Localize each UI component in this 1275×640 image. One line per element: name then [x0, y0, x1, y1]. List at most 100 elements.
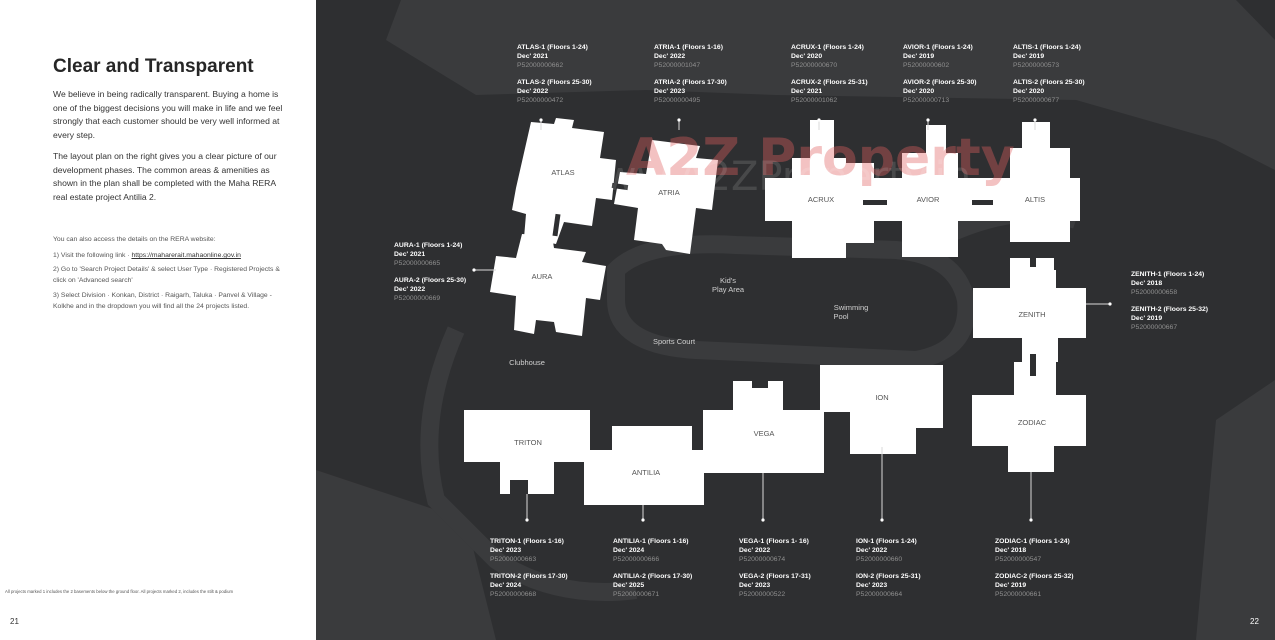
- building-triton[interactable]: [464, 410, 590, 494]
- label-vega: VEGA: [754, 429, 775, 438]
- phase-acrux: ACRUX-1 (Floors 1-24) Dec' 2020 P5200000…: [791, 43, 868, 105]
- phase-atlas: ATLAS-1 (Floors 1-24) Dec' 2021 P5200000…: [517, 43, 592, 105]
- building-atlas[interactable]: [512, 118, 616, 244]
- building-vega[interactable]: [703, 381, 824, 473]
- watermark-logo: A2Z Property: [626, 128, 1015, 188]
- phase-rera: P52000000495: [654, 97, 701, 104]
- phase-rera: P52000000671: [613, 591, 660, 598]
- right-page-site-plan: A2Z Property www.A2ZProperty.in ATLAS AT…: [316, 0, 1275, 640]
- phase-aura: AURA-1 (Floors 1-24) Dec' 2021 P52000000…: [394, 241, 466, 303]
- page-number-right: 22: [1250, 617, 1259, 626]
- building-ion[interactable]: [820, 365, 943, 454]
- phase-date: Dec' 2021: [517, 53, 549, 60]
- label-atria: ATRIA: [658, 188, 680, 197]
- phase-date: Dec' 2025: [613, 582, 645, 589]
- phase-name: ZODIAC-2 (Floors 25-32): [995, 573, 1074, 580]
- phase-date: Dec' 2023: [739, 582, 771, 589]
- phase-name: ANTILIA-1 (Floors 1-16): [613, 538, 689, 545]
- phase-zodiac: ZODIAC-1 (Floors 1-24) Dec' 2018 P520000…: [995, 537, 1074, 599]
- phase-rera: P52000000547: [995, 556, 1042, 563]
- rera-step-1: 1) Visit the following link · https://ma…: [53, 251, 288, 262]
- phase-name: ANTILIA-2 (Floors 17-30): [613, 573, 693, 580]
- phase-name: ATLAS-1 (Floors 1-24): [517, 44, 588, 51]
- phase-rera: P52000000663: [490, 556, 537, 563]
- phase-name: TRITON-2 (Floors 17-30): [490, 573, 568, 580]
- phase-rera: P52000000665: [394, 260, 441, 267]
- phase-rera: P52000000713: [903, 97, 950, 104]
- phase-rera: P52000000677: [1013, 97, 1060, 104]
- left-page: Clear and Transparent We believe in bein…: [0, 0, 316, 640]
- phase-date: Dec' 2024: [613, 547, 645, 554]
- phase-date: Dec' 2021: [394, 251, 426, 258]
- phase-rera: P52000000666: [613, 556, 660, 563]
- rera-intro: You can also access the details on the R…: [53, 236, 216, 243]
- phase-rera: P52000000669: [394, 295, 441, 302]
- page-title: Clear and Transparent: [53, 56, 254, 77]
- phase-date: Dec' 2023: [856, 582, 888, 589]
- phase-name: AURA-2 (Floors 25-30): [394, 277, 467, 284]
- phase-avior: AVIOR-1 (Floors 1-24) Dec' 2019 P5200000…: [903, 43, 977, 105]
- phase-rera: P52000000674: [739, 556, 786, 563]
- connector-atlas-atria: [552, 182, 629, 237]
- label-sports-court: Sports Court: [653, 337, 696, 346]
- label-avior: AVIOR: [917, 195, 940, 204]
- phase-date: Dec' 2020: [903, 88, 935, 95]
- phase-date: Dec' 2023: [490, 547, 522, 554]
- phase-name: VEGA-1 (Floors 1- 16): [739, 538, 809, 545]
- label-pool-1: Swimming: [834, 303, 869, 312]
- phase-rera: P52000000522: [739, 591, 786, 598]
- phase-name: ZODIAC-1 (Floors 1-24): [995, 538, 1070, 545]
- phase-rera: P52000000573: [1013, 62, 1060, 69]
- label-antilia: ANTILIA: [632, 468, 660, 477]
- phase-date: Dec' 2019: [903, 53, 935, 60]
- phase-date: Dec' 2022: [654, 53, 686, 60]
- rera-link[interactable]: https://maharerait.mahaonline.gov.in: [131, 252, 241, 259]
- phase-rera: P52000000602: [903, 62, 950, 69]
- building-zodiac[interactable]: [972, 362, 1086, 472]
- phase-name: ATRIA-1 (Floors 1-16): [654, 44, 723, 51]
- phase-name: ALTIS-2 (Floors 25-30): [1013, 79, 1085, 86]
- phase-name: ACRUX-1 (Floors 1-24): [791, 44, 864, 51]
- label-pool-2: Pool: [833, 312, 848, 321]
- phase-name: ATRIA-2 (Floors 17-30): [654, 79, 727, 86]
- building-antilia[interactable]: [584, 426, 704, 505]
- page-number-left: 21: [10, 617, 19, 626]
- phase-name: AVIOR-1 (Floors 1-24): [903, 44, 973, 51]
- background-roads: [316, 0, 1275, 640]
- phase-date: Dec' 2023: [654, 88, 686, 95]
- row-gaps: [863, 200, 993, 205]
- phase-name: AVIOR-2 (Floors 25-30): [903, 79, 977, 86]
- label-kids-play-2: Play Area: [712, 285, 745, 294]
- phase-date: Dec' 2020: [1013, 88, 1045, 95]
- rera-step-1-text: 1) Visit the following link ·: [53, 252, 132, 259]
- site-plan-map: A2Z Property www.A2ZProperty.in ATLAS AT…: [316, 0, 1275, 640]
- phase-name: ION-1 (Floors 1-24): [856, 538, 917, 545]
- zenith-zodiac-gaps: [1030, 245, 1036, 376]
- phase-name: ZENITH-2 (Floors 25-32): [1131, 306, 1209, 313]
- phase-name: AURA-1 (Floors 1-24): [394, 242, 463, 249]
- label-triton: TRITON: [514, 438, 542, 447]
- leader-lines: [474, 120, 1110, 520]
- phase-name: ATLAS-2 (Floors 25-30): [517, 79, 592, 86]
- building-zenith[interactable]: [973, 258, 1086, 362]
- building-aura[interactable]: [490, 234, 606, 336]
- phase-rera: P52000000670: [791, 62, 838, 69]
- phase-date: Dec' 2021: [791, 88, 823, 95]
- phase-rera: P52000000472: [517, 97, 564, 104]
- phase-date: Dec' 2019: [1013, 53, 1045, 60]
- phase-date: Dec' 2019: [995, 582, 1027, 589]
- phase-rera: P52000000667: [1131, 324, 1178, 331]
- phase-date: Dec' 2022: [394, 286, 426, 293]
- phase-date: Dec' 2022: [856, 547, 888, 554]
- rera-step-2: 2) Go to 'Search Project Details' & sele…: [53, 266, 280, 284]
- phase-rera: P52000000664: [856, 591, 903, 598]
- layout-paragraph: The layout plan on the right gives you a…: [53, 151, 277, 202]
- phase-rera: P52000001062: [791, 97, 838, 104]
- phase-date: Dec' 2020: [791, 53, 823, 60]
- phase-vega: VEGA-1 (Floors 1- 16) Dec' 2022 P5200000…: [739, 537, 811, 599]
- building-atria[interactable]: [614, 140, 718, 254]
- phase-date: Dec' 2022: [517, 88, 549, 95]
- phase-rera: P52000000660: [856, 556, 903, 563]
- phase-name: ACRUX-2 (Floors 25-31): [791, 79, 868, 86]
- phase-name: VEGA-2 (Floors 17-31): [739, 573, 811, 580]
